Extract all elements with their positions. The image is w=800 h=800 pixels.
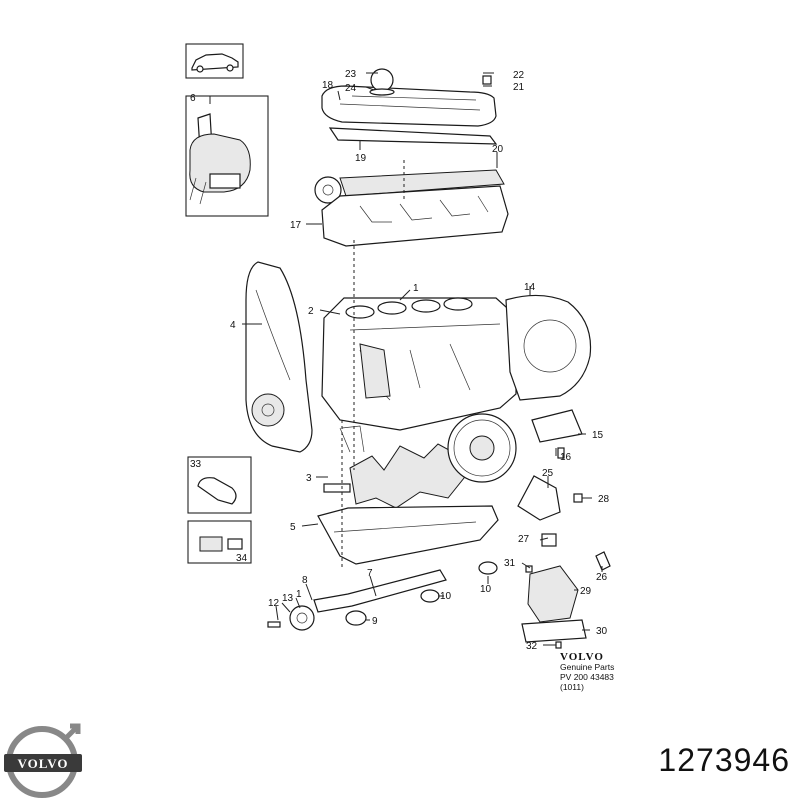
callout-4: 4 — [230, 320, 236, 331]
callout-18: 18 — [322, 80, 334, 91]
callout-28: 28 — [598, 494, 610, 505]
inset-34-frame — [187, 520, 252, 564]
engine-mount-bracket — [531, 409, 583, 459]
part-number: 1273946 — [658, 742, 790, 778]
genuine-line1: Genuine Parts — [560, 662, 615, 672]
callout-2: 2 — [308, 306, 314, 317]
flywheel — [447, 413, 517, 483]
car-icon — [191, 53, 239, 71]
callout-34: 34 — [236, 553, 248, 564]
callout-33: 33 — [190, 459, 202, 470]
genuine-line3: (1011) — [560, 682, 584, 692]
callout-29: 29 — [580, 586, 592, 597]
engine-block — [321, 297, 517, 431]
callout-31: 31 — [504, 558, 516, 569]
callout-23: 23 — [345, 69, 357, 80]
callout-labels: 23 24 18 22 21 19 20 6 17 1 2 14 4 15 16… — [190, 69, 610, 652]
callout-15: 15 — [592, 430, 604, 441]
volvo-logo: VOLVO — [4, 723, 82, 798]
callout-13: 13 — [282, 593, 294, 604]
callout-24: 24 — [345, 83, 357, 94]
leader-lines — [209, 72, 603, 646]
callout-9: 9 — [372, 616, 378, 627]
callout-19: 19 — [355, 153, 367, 164]
bearing-10a — [420, 589, 440, 603]
callout-27: 27 — [518, 534, 530, 545]
callout-21: 21 — [513, 82, 525, 93]
callout-14: 14 — [524, 282, 536, 293]
callout-20: 20 — [492, 144, 504, 155]
genuine-line2: PV 200 43483 — [560, 672, 614, 682]
valve-cover-gasket — [328, 127, 498, 145]
genuine-parts-block: VOLVO Genuine Parts PV 200 43483 (1011) — [560, 651, 640, 693]
intermediate-shaft — [267, 569, 447, 631]
callout-3: 3 — [306, 473, 312, 484]
callout-25: 25 — [542, 468, 554, 479]
cylinder-head — [314, 169, 509, 247]
callout-17: 17 — [290, 220, 302, 231]
callout-10b: 10 — [440, 591, 452, 602]
mount-assembly — [517, 475, 611, 649]
callout-1: 1 — [413, 283, 419, 294]
callout-22: 22 — [513, 70, 525, 81]
valve-cover — [321, 68, 497, 127]
callout-30: 30 — [596, 626, 608, 637]
car-icon-frame — [185, 43, 244, 79]
inset-33-frame — [187, 456, 252, 514]
breather-inset-frame — [185, 95, 269, 217]
callout-16: 16 — [560, 452, 572, 463]
callout-12: 12 — [268, 598, 280, 609]
bearing-9 — [345, 610, 367, 626]
callout-7: 7 — [367, 568, 373, 579]
callout-10a: 10 — [480, 584, 492, 595]
timing-belt-cover — [245, 261, 313, 453]
callout-6: 6 — [190, 93, 196, 104]
volvo-logo-text: VOLVO — [18, 756, 69, 771]
callout-32: 32 — [526, 641, 538, 652]
bearing-10b — [478, 561, 498, 575]
oil-pan — [317, 505, 499, 565]
crankshaft — [323, 425, 473, 509]
callout-5: 5 — [290, 522, 296, 533]
genuine-brand: VOLVO — [560, 651, 604, 663]
callout-1b: 1 — [296, 589, 302, 600]
flywheel-housing — [505, 294, 592, 401]
callout-8: 8 — [302, 575, 308, 586]
callout-26: 26 — [596, 572, 608, 583]
